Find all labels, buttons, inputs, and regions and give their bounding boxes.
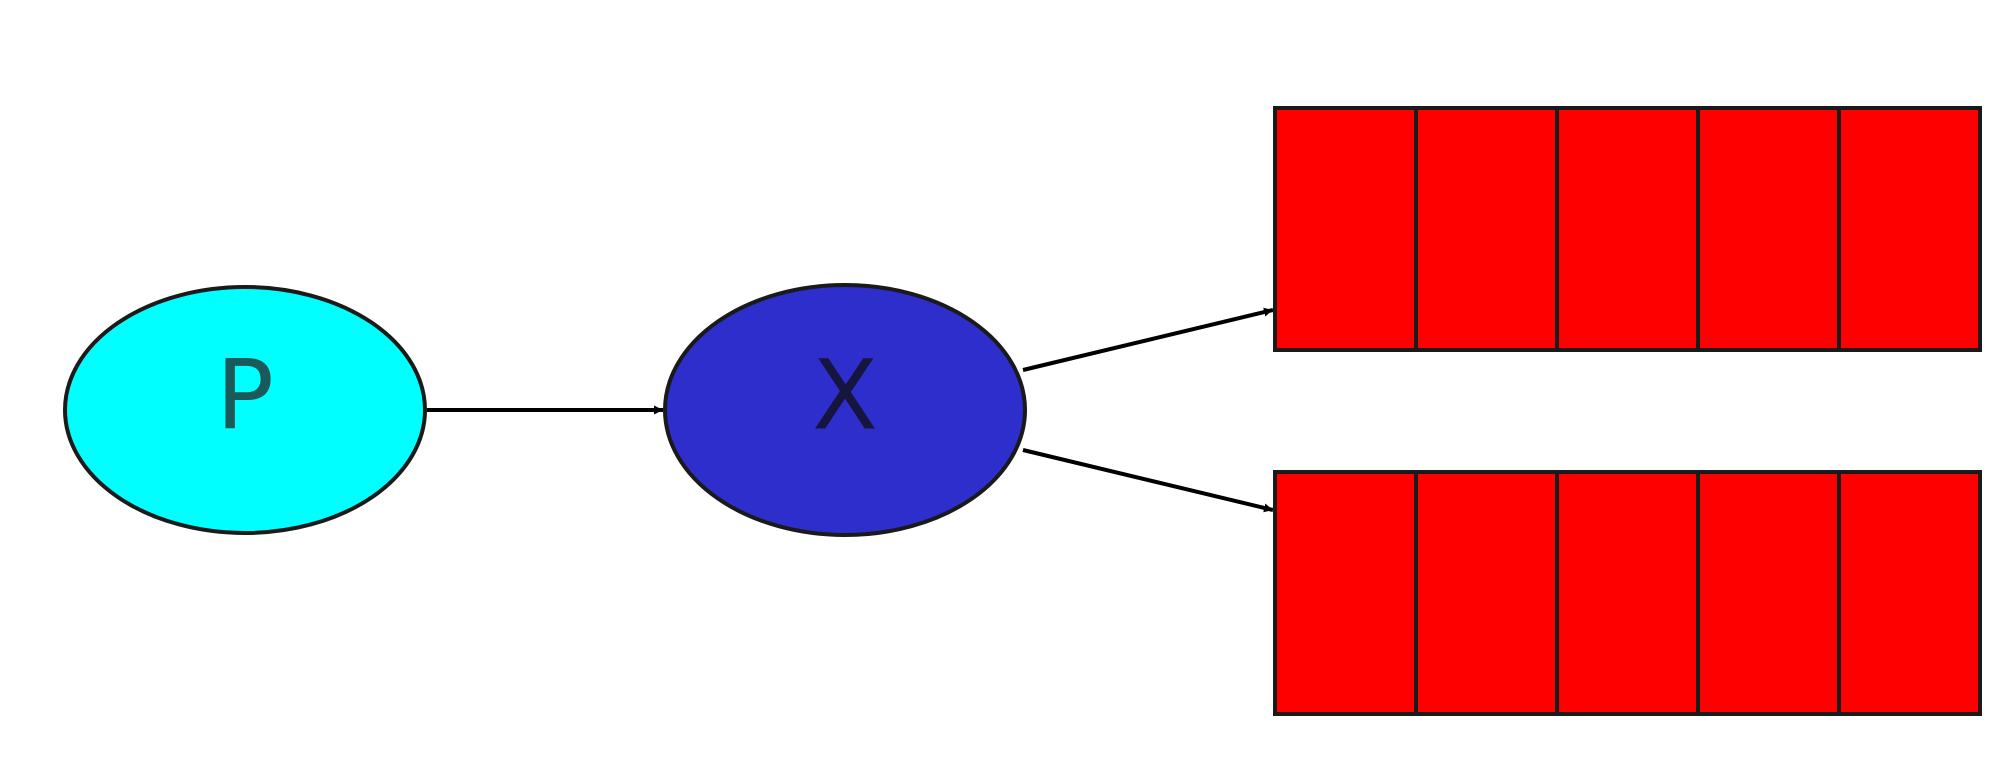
queue-1-slot <box>1837 106 1982 352</box>
producer-node: P <box>63 285 427 535</box>
queue-1-slot <box>1696 106 1841 352</box>
producer-ellipse <box>63 285 427 535</box>
exchange-label: X <box>812 339 878 451</box>
exchange-ellipse <box>663 283 1027 537</box>
queue-1-slot <box>1555 106 1700 352</box>
edge-exchange-to-queue-2 <box>1022 448 1274 513</box>
exchange-node: X <box>663 283 1027 537</box>
queue-1-slot <box>1414 106 1559 352</box>
queue-2-slot <box>1696 470 1841 716</box>
queue-2-slot <box>1414 470 1559 716</box>
queue-1-slot <box>1273 106 1418 352</box>
edge-exchange-to-queue-1 <box>1022 307 1274 372</box>
queue-2-slot <box>1837 470 1982 716</box>
producer-label: P <box>216 339 274 451</box>
queue-2-slot <box>1273 470 1418 716</box>
queue-2 <box>1273 470 1982 716</box>
queue-2-slot <box>1555 470 1700 716</box>
queue-1 <box>1273 106 1982 352</box>
